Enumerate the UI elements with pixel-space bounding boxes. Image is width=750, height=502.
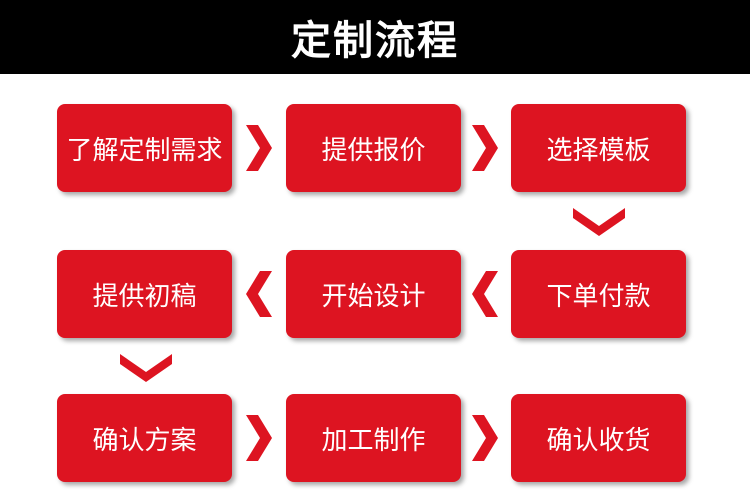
step-label: 开始设计 — [321, 281, 426, 312]
step-label: 确认方案 — [92, 425, 197, 456]
header-banner: 定制流程 — [0, 0, 750, 74]
chevron-right-icon — [244, 415, 274, 461]
step-confirm-plan: 确认方案 — [57, 394, 232, 482]
step-confirm-receipt: 确认收货 — [511, 394, 686, 482]
page-title: 定制流程 — [291, 18, 459, 64]
chevron-right-icon — [470, 125, 500, 171]
step-label: 选择模板 — [546, 135, 651, 166]
step-start-design: 开始设计 — [286, 250, 461, 338]
step-label: 下单付款 — [546, 281, 651, 312]
step-provide-quote: 提供报价 — [286, 104, 461, 192]
step-choose-template: 选择模板 — [511, 104, 686, 192]
step-label: 加工制作 — [321, 425, 426, 456]
chevron-right-icon — [470, 415, 500, 461]
step-manufacturing: 加工制作 — [286, 394, 461, 482]
chevron-left-icon — [244, 271, 274, 317]
step-understand-requirements: 了解定制需求 — [57, 104, 232, 192]
step-place-order-pay: 下单付款 — [511, 250, 686, 338]
step-label: 确认收货 — [546, 425, 651, 456]
step-label: 提供初稿 — [92, 281, 197, 312]
chevron-down-icon — [120, 352, 172, 384]
step-first-draft: 提供初稿 — [57, 250, 232, 338]
step-label: 提供报价 — [321, 135, 426, 166]
chevron-down-icon — [573, 206, 625, 238]
chevron-left-icon — [470, 271, 500, 317]
step-label: 了解定制需求 — [66, 135, 223, 166]
chevron-right-icon — [244, 125, 274, 171]
